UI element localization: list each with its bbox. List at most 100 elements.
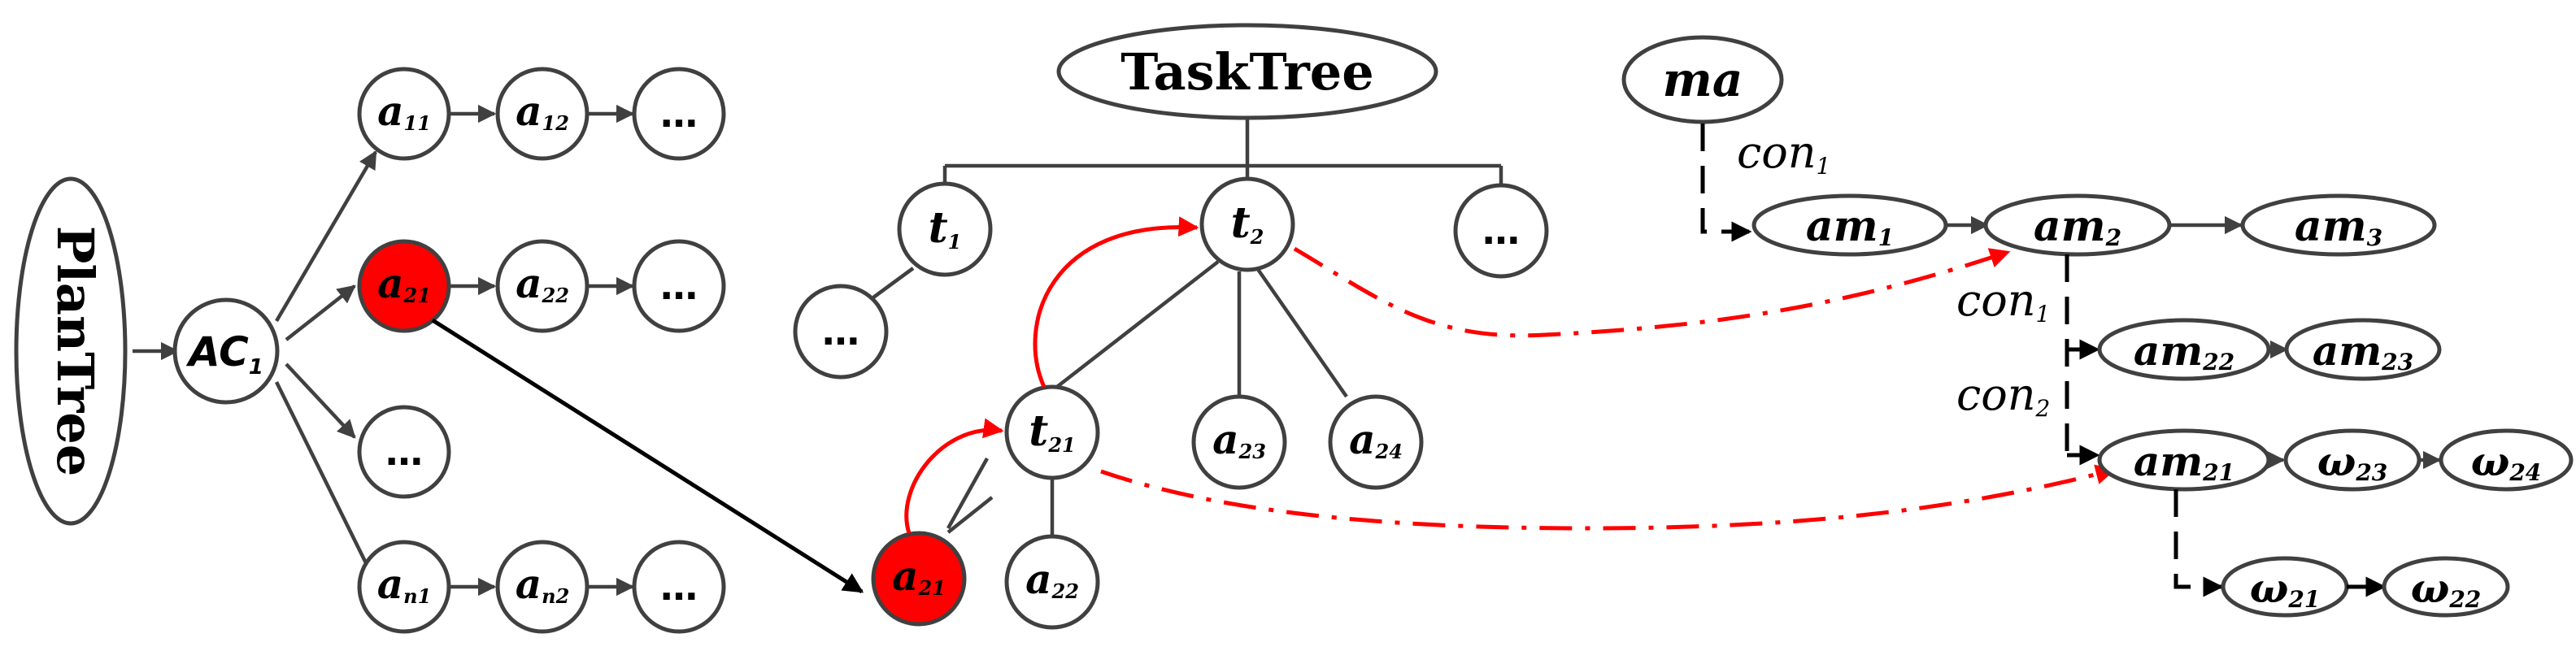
node-t1: t1 [897,181,993,277]
node-tasktree: TaskTree [1056,23,1438,120]
w23-main: ω [2317,437,2356,485]
am1-main: am [1806,202,1878,251]
svg-text:AC1: AC1 [185,328,263,380]
node-plantree: PlanTree [14,176,128,526]
am23-sub: 23 [2381,349,2413,375]
con1-mid-sub: 1 [2036,301,2051,328]
a24-main: a [1349,415,1375,463]
node-ellipsis-row1: … [632,67,726,161]
ac1-sub: 1 [249,355,263,380]
a12-main: a [516,87,542,135]
con2-main: con [1956,369,2036,420]
node-ma: ma [1621,35,1784,124]
am3-main: am [2295,202,2367,251]
svg-text:t21: t21 [1029,406,1075,457]
a22-plan-main: a [516,259,542,307]
task-tree: TaskTree t1 t2 … … t21 a23 a24 [793,23,1549,630]
a21-task-main: a [892,552,918,600]
con1-top-main: con [1737,127,1817,178]
an1-sub: n1 [403,584,431,608]
w21-sub: 21 [2287,586,2320,613]
an2-main: a [516,560,542,608]
node-w21: ω21 [2221,556,2349,618]
node-am1: am1 [1751,193,1948,257]
edge-t21-a21 [946,457,989,530]
node-am23: am23 [2284,318,2442,381]
red-dashdot-t2-to-am2 [1293,246,2011,338]
a11-sub: 11 [404,111,431,135]
node-a21-plan-highlighted: a21 [357,239,451,333]
svg-text:a21: a21 [892,552,946,600]
edge-t2-t21 [1038,260,1220,402]
a21-plan-main: a [377,259,403,307]
red-edge-a21-to-t21 [904,418,1004,534]
edge-ac1-an1 [274,381,378,585]
am21-main: am [2134,437,2203,485]
node-a22-plan: a22 [495,239,590,333]
t2-sub: 2 [1250,225,1264,249]
ellipsis-left-label: … [822,310,859,354]
w24-sub: 24 [2509,459,2541,486]
t1-main: t [929,203,948,253]
svg-text:t1: t1 [929,203,962,254]
w21-main: ω [2250,564,2289,612]
edge-ac1-a21 [285,284,356,341]
red-dashdot-t21-to-am21 [1100,464,2117,531]
red-edge-t21-to-t2 [1033,216,1199,388]
svg-text:a23: a23 [1212,415,1266,463]
node-a11: a11 [357,67,451,161]
am1-sub: 1 [1878,224,1894,251]
a24-sub: 24 [1375,440,1403,463]
am3-sub: 3 [2367,224,2382,251]
ac1-main: AC [185,328,249,375]
a11-main: a [377,87,403,135]
am2-main: am [2034,202,2106,251]
svg-text:ω24: ω24 [2471,437,2542,486]
node-an1: an1 [357,540,451,634]
node-am21: am21 [2097,428,2271,492]
edge-t1-ellipsis [872,267,915,299]
edge-plan-a21-to-task-a21 [431,318,864,594]
svg-text:am1: am1 [1806,202,1894,251]
svg-text:a24: a24 [1349,415,1403,463]
node-am2: am2 [1983,193,2172,257]
con2-sub: 2 [2035,395,2051,422]
ellipsis-row3-label: … [385,430,423,474]
an1-main: a [377,560,403,608]
plan-tree: PlanTree AC1 a11 a12 … a21 a22 … [14,67,726,634]
am2-sub: 2 [2105,224,2121,251]
dashed-ma-to-am1 [1700,124,1752,242]
svg-text:con1: con1 [1956,275,2050,328]
svg-text:am22: am22 [2134,327,2234,375]
tasktree-label: TaskTree [1120,42,1373,102]
edge-ac1-ellipsis [285,362,356,439]
node-am22: am22 [2097,318,2271,381]
w22-main: ω [2411,564,2450,612]
svg-text:a22: a22 [516,259,569,307]
svg-text:ω22: ω22 [2411,564,2482,613]
ellipsis-row4-label: … [660,565,698,609]
svg-text:an1: an1 [377,560,432,608]
edge-ac1-a11 [275,150,377,323]
node-a23: a23 [1191,394,1287,490]
am23-main: am [2313,327,2382,375]
svg-text:ω23: ω23 [2317,437,2388,486]
svg-text:an2: an2 [516,560,570,608]
a22-task-main: a [1025,555,1051,603]
node-w22: ω22 [2382,556,2510,618]
node-t21: t21 [1004,384,1100,480]
node-ellipsis-row3: … [357,405,451,499]
a23-sub: 23 [1238,440,1266,463]
am22-sub: 22 [2202,349,2234,375]
node-am3: am3 [2240,193,2437,257]
svg-text:con2: con2 [1956,369,2050,422]
svg-text:am21: am21 [2134,437,2234,486]
edge-t2-a24 [1255,267,1348,398]
con1-top-sub: 1 [1817,153,1831,180]
a21-task-sub: 21 [918,576,946,600]
dashed-am21-to-w21 [2174,489,2224,597]
svg-text:am2: am2 [2034,202,2121,251]
svg-text:a21: a21 [377,259,431,307]
svg-text:am3: am3 [2295,202,2382,251]
